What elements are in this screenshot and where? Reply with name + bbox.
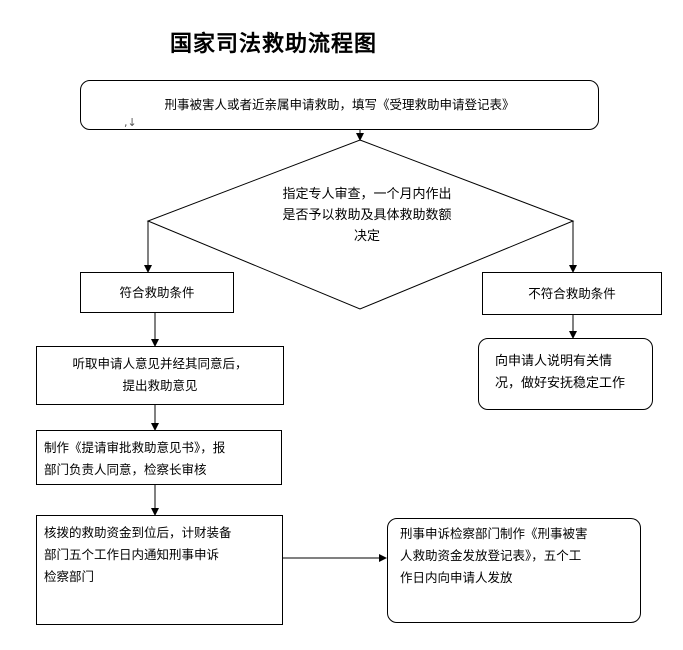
node-report-line-2: 部门负责人同意，检察长审核 [44, 462, 207, 477]
decision-diamond [146, 139, 575, 310]
node-review-line-2: 是否予以救助及具体救助数额 [282, 208, 452, 223]
node-opinion: 听取申请人意见并经其同意后， 提出救助意见 [36, 346, 284, 405]
node-report-line-1: 制作《提请审批救助意见书》，报 [44, 440, 226, 455]
node-notify: 核拨的救助资金到位后，计财装备 部门五个工作日内通知刑事申诉 检察部门 [36, 515, 283, 625]
node-notify-line-1: 核拨的救助资金到位后，计财装备 [44, 525, 232, 540]
node-issue-line-2: 人救助资金发放登记表》，五个工 [400, 548, 582, 563]
node-eligible: 符合救助条件 [80, 272, 234, 313]
node-apply: 刑事被害人或者近亲属申请救助，填写《受理救助申请登记表》 [80, 80, 599, 130]
node-explain-line-2: 况，做好安抚稳定工作 [495, 376, 626, 391]
node-review-line-1: 指定专人审查，一个月内作出 [282, 187, 452, 202]
node-notify-line-3: 检察部门 [44, 569, 95, 584]
page-title: 国家司法救助流程图 [170, 31, 378, 57]
node-explain-line-1: 向申请人说明有关情 [495, 354, 613, 369]
node-review: 指定专人审查，一个月内作出 是否予以救助及具体救助数额 决定 [252, 184, 482, 247]
node-not-eligible-text: 不符合救助条件 [528, 286, 616, 301]
node-notify-line-2: 部门五个工作日内通知刑事申诉 [44, 547, 220, 562]
node-opinion-line-2: 提出救助意见 [122, 378, 198, 393]
node-explain: 向申请人说明有关情 况，做好安抚稳定工作 [478, 338, 653, 410]
node-issue-line-3: 作日内向申请人发放 [400, 570, 513, 585]
node-not-eligible: 不符合救助条件 [482, 272, 662, 315]
node-review-line-3: 决定 [353, 229, 380, 244]
node-apply-text: 刑事被害人或者近亲属申请救助，填写《受理救助申请登记表》 [164, 97, 515, 112]
node-eligible-text: 符合救助条件 [119, 285, 195, 300]
node-issue-line-1: 刑事申诉检察部门制作《刑事被害 [400, 526, 588, 541]
paragraph-mark-icon: ,↓ [124, 116, 137, 129]
node-issue: 刑事申诉检察部门制作《刑事被害 人救助资金发放登记表》，五个工 作日内向申请人发… [387, 518, 641, 623]
node-opinion-line-1: 听取申请人意见并经其同意后， [72, 356, 248, 371]
node-report: 制作《提请审批救助意见书》，报 部门负责人同意，检察长审核 [36, 430, 282, 485]
